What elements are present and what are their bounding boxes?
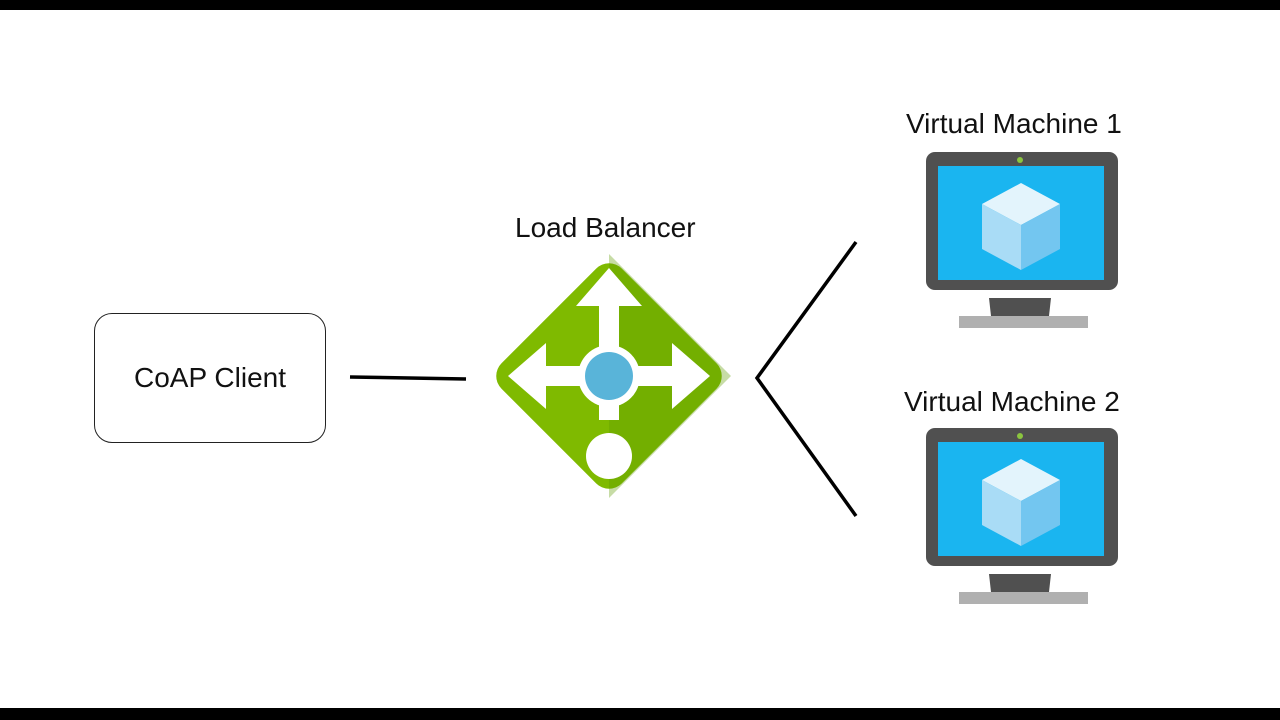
- virtual-machine-1-icon: [926, 152, 1118, 328]
- virtual-machine-1-label: Virtual Machine 1: [906, 108, 1122, 139]
- diagram-canvas: CoAP Client Load Balancer Virtual Machin…: [0, 10, 1280, 708]
- load-balancer-icon: [496, 254, 731, 498]
- virtual-machine-2-icon: [926, 428, 1118, 604]
- edge-client-to-load-balancer: [349, 375, 467, 381]
- edge-load-balancer-to-vms: [754, 240, 858, 518]
- load-balancer-label: Load Balancer: [515, 212, 696, 243]
- coap-client-node: CoAP Client: [94, 313, 326, 443]
- coap-client-label: CoAP Client: [133, 362, 286, 393]
- diagram-drawing: [349, 152, 1118, 604]
- virtual-machine-2-label: Virtual Machine 2: [904, 386, 1120, 417]
